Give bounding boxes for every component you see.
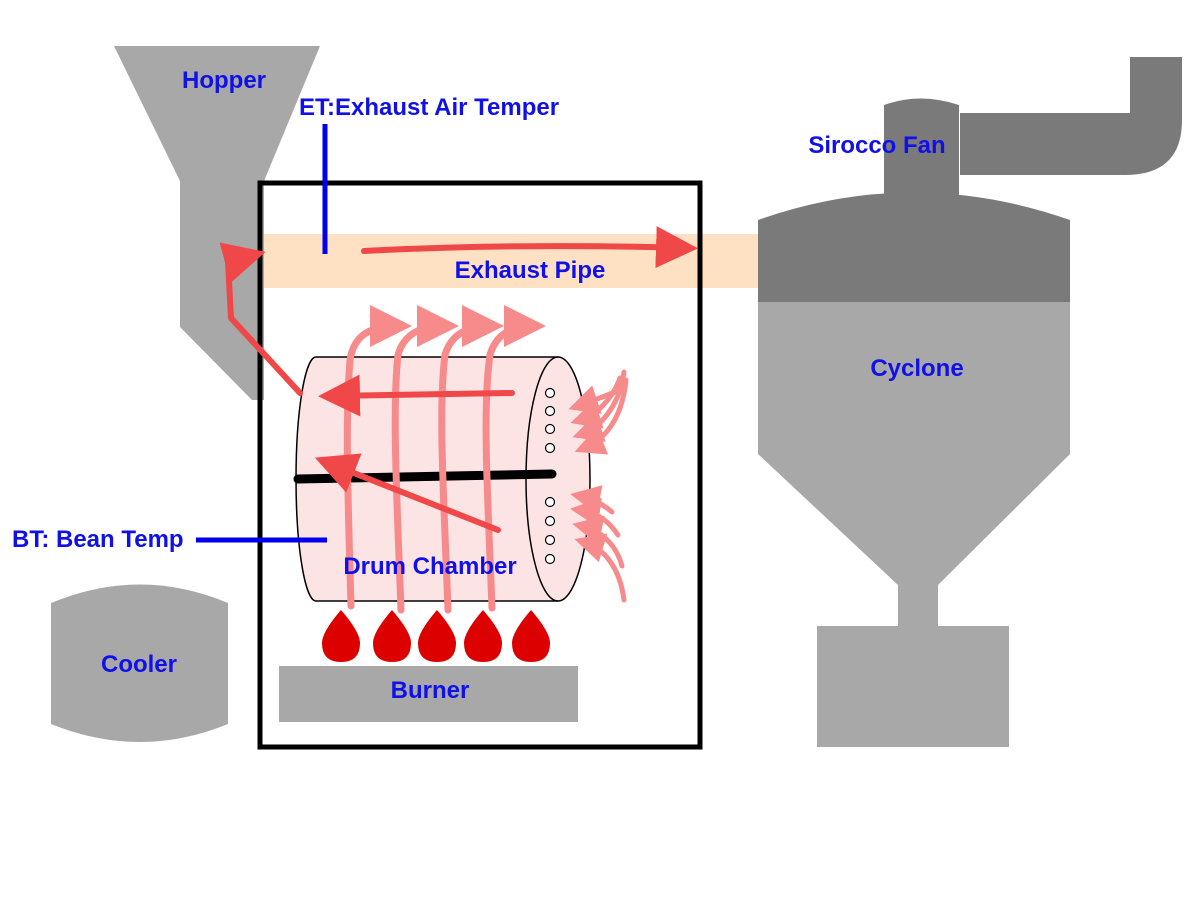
roaster-housing (257, 180, 703, 750)
flame-icon (373, 610, 411, 662)
burner-label: Burner (391, 677, 470, 704)
air-holes (544, 387, 556, 565)
cyclone (758, 192, 1070, 747)
cyclone-label: Cyclone (870, 355, 963, 382)
sirocco-fan (884, 57, 1182, 205)
flames (322, 610, 550, 662)
exhaust-pipe-label: Exhaust Pipe (455, 257, 606, 284)
drum-shaft (293, 469, 557, 484)
drum-chamber-label: Drum Chamber (343, 553, 516, 580)
burner (279, 666, 578, 722)
et-label: ET:Exhaust Air Temper (299, 94, 559, 121)
hopper-label: Hopper (182, 67, 266, 94)
flame-icon (322, 610, 360, 662)
cooler (51, 584, 228, 742)
hopper (114, 46, 320, 400)
cooler-label: Cooler (101, 651, 177, 678)
air-intake-arrows (568, 369, 629, 603)
sirocco-fan-label: Sirocco Fan (808, 132, 945, 159)
airflow-arrows (219, 226, 698, 533)
flame-icon (512, 610, 550, 662)
bt-label: BT: Bean Temp (12, 526, 184, 553)
flame-icon (418, 610, 456, 662)
flame-icon (464, 610, 502, 662)
